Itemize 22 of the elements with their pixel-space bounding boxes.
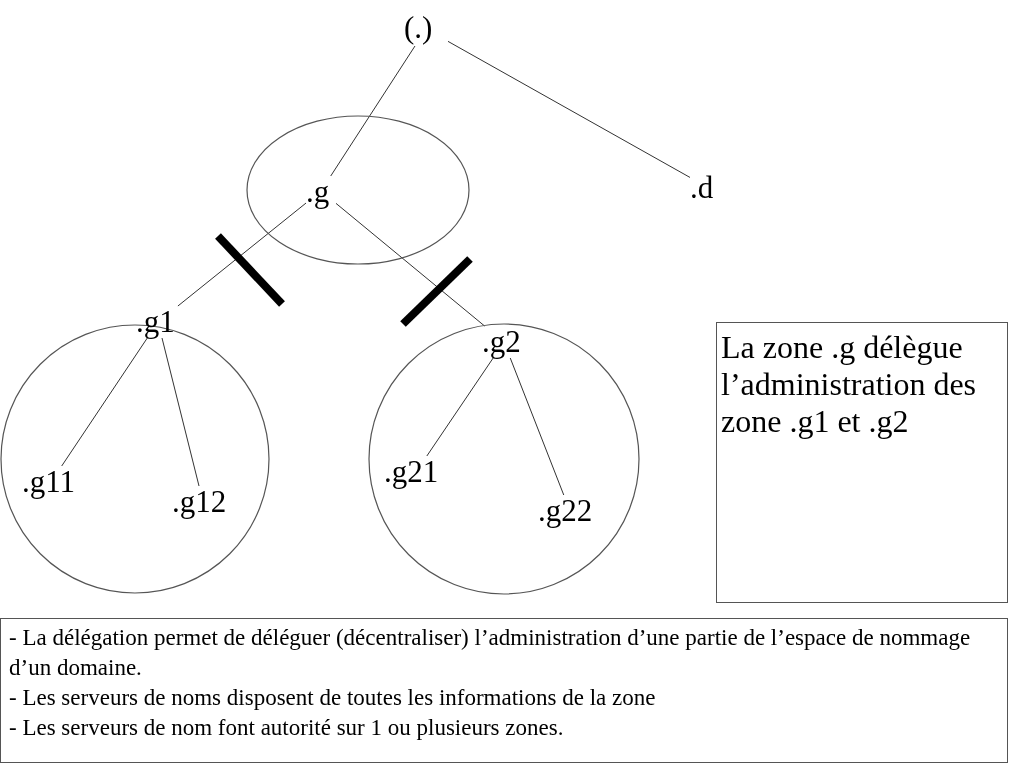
tree-line	[161, 337, 200, 487]
domain-label: .g11	[22, 466, 80, 498]
tree-line	[509, 357, 565, 496]
domain-label: .g12	[172, 486, 234, 518]
domain-label: .g21	[384, 456, 448, 488]
bullet-text: - Les serveurs de nom font autorité sur 1 ou plusieurs zones.	[9, 713, 565, 742]
tree-line	[61, 337, 148, 467]
domain-label: .g22	[538, 495, 602, 527]
bullet-text: - La délégation permet de déléguer (décentraliser) l’administration d’une partie de l’espace de nommage d’un domaine.	[9, 624, 972, 682]
tree-line	[447, 40, 691, 178]
domain-label: .g1	[136, 306, 180, 338]
note-text: La zone .g délègue l’administration des zone .g1 et .g2	[721, 329, 977, 439]
domain-label: .d	[690, 172, 724, 202]
tree-line	[330, 45, 416, 177]
tree-line	[426, 357, 494, 457]
note-box	[0, 618, 1008, 763]
note-box	[716, 322, 1008, 603]
tree-line	[335, 202, 486, 327]
domain-label: (.)	[404, 12, 448, 46]
domain-label: .g2	[482, 326, 526, 358]
tree-line	[177, 202, 307, 307]
bullet-text: - Les serveurs de noms disposent de toutes les informations de la zone	[9, 683, 657, 712]
